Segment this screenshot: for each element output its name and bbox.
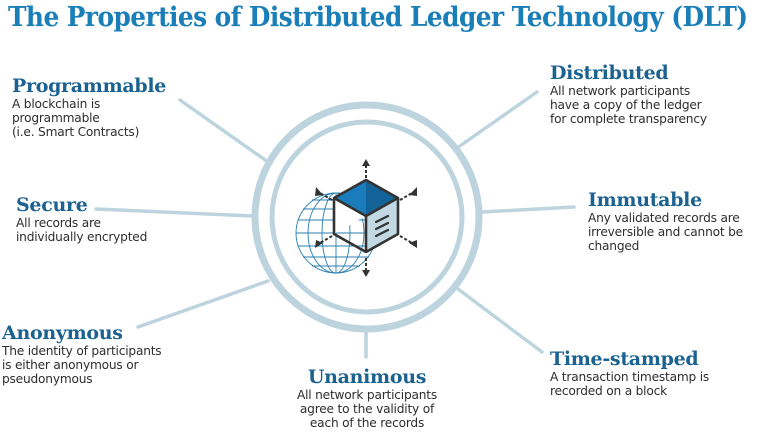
property-description-line: changed [588,239,640,253]
property-description-line: for complete transparency [550,112,707,126]
connector-time-stamped [456,287,544,354]
property-description-line: All network participants [296,388,438,402]
property-description-line: is either anonymous or [2,358,139,372]
property-secure: Secure All records are individually encr… [16,194,147,244]
property-unanimous: Unanimous All network participants agree… [282,366,452,430]
property-heading: Programmable [12,75,167,97]
arrows-icon [315,159,417,277]
connector-distributed [455,90,539,150]
property-description-line: A blockchain is [12,97,101,111]
property-heading: Time-stamped [550,348,699,370]
property-heading: Unanimous [307,366,427,388]
property-description-line: irreversible and cannot be [588,225,743,239]
connector-programmable [178,98,270,164]
property-time-stamped: Time-stamped A transaction timestamp is … [550,348,709,398]
property-description-line: Any validated records are [588,211,740,225]
property-heading: Immutable [588,189,702,211]
property-heading: Distributed [550,62,669,84]
property-description-line: have a copy of the ledger [550,98,702,112]
property-distributed: Distributed All network participants hav… [550,62,707,126]
property-description-line: (i.e. Smart Contracts) [12,125,140,139]
property-description-line: each of the records [309,416,425,430]
connector-anonymous [136,279,270,329]
property-heading: Secure [16,194,88,216]
property-description-line: pseudonymous [2,372,93,386]
connector-lines [94,90,576,359]
property-description-line: recorded on a block [550,384,667,398]
property-description-line: A transaction timestamp is [550,370,710,384]
connector-secure [94,207,254,218]
cube-icon [332,178,400,254]
page-title: The Properties of Distributed Ledger Tec… [8,2,748,33]
property-description-line: The identity of participants [2,344,162,358]
property-immutable: Immutable Any validated records are irre… [588,189,743,253]
property-programmable: Programmable A blockchain is programmabl… [12,75,166,139]
property-description-line: programmable [12,111,100,125]
property-description-line: agree to the validity of [299,402,435,416]
property-description-line: All network participants [550,84,691,98]
property-anonymous: Anonymous The identity of participants i… [2,322,162,386]
property-description-line: All records are [16,216,101,230]
connector-immutable [480,205,576,214]
property-heading: Anonymous [2,322,123,344]
document-lines-icon [374,214,390,238]
property-description-line: individually encrypted [16,230,148,244]
